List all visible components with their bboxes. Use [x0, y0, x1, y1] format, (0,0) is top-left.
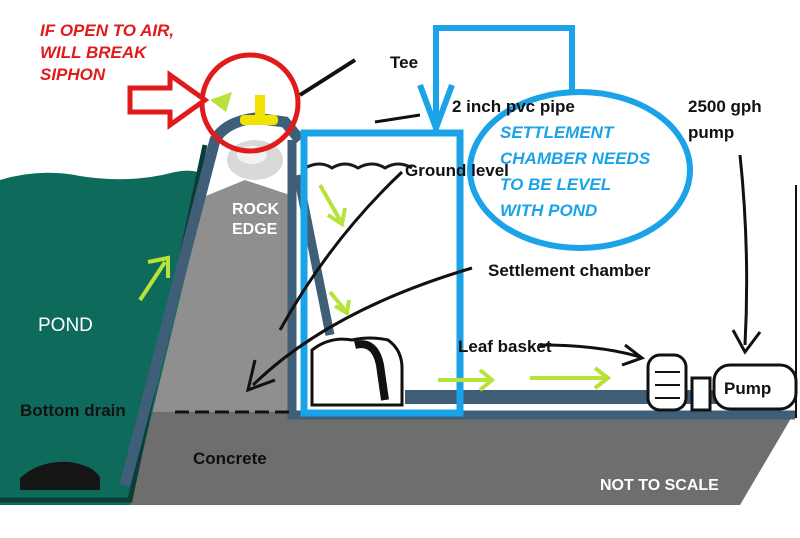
- pipe-pointer: [374, 113, 421, 124]
- pump-rating-line-1: 2500 gph: [688, 97, 762, 116]
- rock-edge-line-1: ROCK: [232, 201, 280, 218]
- concrete-ground: [140, 180, 290, 412]
- bottom-drain-label: Bottom drain: [20, 401, 126, 420]
- pond-water: [0, 170, 206, 505]
- tee-fitting-cap: [255, 95, 265, 117]
- tee-label: Tee: [390, 53, 419, 72]
- pump-label: Pump: [724, 379, 772, 398]
- chamber-water-line: [304, 162, 413, 170]
- tee-pointer: [298, 58, 357, 97]
- leaf-basket-label: Leaf basket: [458, 337, 552, 356]
- pond-label: POND: [38, 315, 93, 336]
- pump-rating-pointer: [738, 154, 749, 346]
- ground-level-pointer: [278, 170, 404, 331]
- warning-arrow: [127, 70, 210, 130]
- pump-rating-line-2: pump: [688, 123, 735, 142]
- tee-green-marker: [210, 92, 232, 112]
- settlement-note-line-2: CHAMBER NEEDS: [500, 149, 651, 168]
- warning-line-2: WILL BREAK: [40, 43, 147, 62]
- settlement-note-line-4: WITH POND: [500, 201, 598, 220]
- pump-body: [646, 353, 688, 412]
- settlement-note-line-1: SETTLEMENT: [500, 123, 614, 142]
- warning-line-3: SIPHON: [40, 65, 106, 84]
- bottom-drain-shape: [20, 461, 100, 490]
- settlement-pointer: [251, 266, 473, 387]
- settlement-chamber-walls: [287, 140, 795, 420]
- pipe-label: 2 inch pvc pipe: [452, 97, 575, 116]
- settlement-note-ellipse: [467, 89, 693, 251]
- warning-line-1: IF OPEN TO AIR,: [40, 21, 175, 40]
- pump-coupler: [690, 376, 712, 412]
- tee-bracket: [433, 25, 575, 128]
- tee-fitting-base: [240, 115, 278, 125]
- settlement-note-line-3: TO BE LEVEL: [500, 175, 612, 194]
- ground-level-label: Ground level: [405, 161, 509, 180]
- tee-bracket-arrowhead: [417, 83, 455, 137]
- not-to-scale-label: NOT TO SCALE: [600, 477, 719, 494]
- flow-arrows: [138, 184, 612, 392]
- rock-edge-line-2: EDGE: [232, 221, 278, 238]
- concrete-base: [0, 412, 790, 505]
- concrete-label: Concrete: [193, 449, 267, 468]
- leaf-basket-pointer: [539, 343, 641, 359]
- settlement-chamber-label: Settlement chamber: [488, 261, 651, 280]
